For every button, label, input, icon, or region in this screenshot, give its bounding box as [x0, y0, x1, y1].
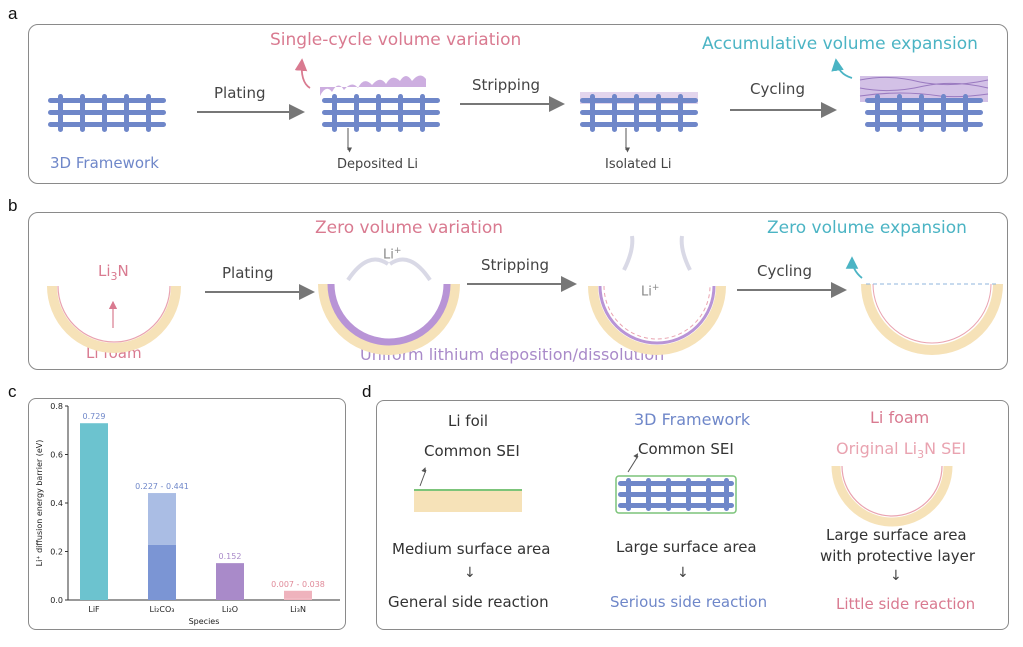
col3-sei-pre: Original Li — [836, 439, 918, 458]
panel-a-deposited-li-label: Deposited Li — [337, 157, 418, 172]
panel-a-framework-label: 3D Framework — [50, 154, 159, 172]
col3-area-line1: Large surface area — [826, 526, 967, 544]
col1-reaction: General side reaction — [388, 593, 549, 611]
panel-b-li-ion-2: Li+ — [641, 283, 659, 299]
panel-a-box — [28, 24, 1008, 184]
bar-0 — [80, 423, 108, 600]
y-tick-label: 0.4 — [50, 499, 63, 508]
col3-down-arrow: ↓ — [890, 568, 902, 584]
col3-sei: Original Li3N SEI — [836, 439, 966, 461]
panel-b-box — [28, 212, 1008, 370]
panel-a-graphics — [48, 58, 989, 153]
panel-a-cycling-label: Cycling — [750, 80, 805, 98]
panel-c-box — [28, 398, 346, 630]
panel-b-plating-label: Plating — [222, 264, 274, 282]
y-tick-label: 0.8 — [50, 402, 63, 411]
li-ion-2-charge: + — [651, 283, 660, 293]
col1-sei: Common SEI — [424, 442, 520, 460]
framework-plated-icon — [320, 75, 440, 132]
panel-a-plating-label: Plating — [214, 84, 266, 102]
li-foil-icon — [414, 467, 522, 512]
data-label-2: 0.152 — [219, 552, 242, 561]
bar-1 — [148, 544, 176, 600]
col3-area-line2: with protective layer — [820, 547, 976, 565]
panel-a-isolated-li-label: Isolated Li — [605, 157, 672, 172]
data-label-0: 0.729 — [83, 412, 106, 421]
col3-sei-post: N SEI — [924, 439, 967, 458]
panel-label-d: d — [362, 382, 372, 401]
panel-a-volume-variation-arrow — [294, 58, 311, 89]
bar-3 — [284, 598, 312, 600]
data-label-3: 0.007 - 0.038 — [271, 580, 325, 589]
bar-2 — [216, 563, 244, 600]
col1-area: Medium surface area — [392, 540, 551, 558]
li3n-li: Li — [98, 262, 111, 280]
y-tick-label: 0.0 — [50, 596, 63, 605]
x-tick-label-1: Li₂CO₃ — [150, 605, 175, 614]
panel-label-c: c — [8, 382, 17, 401]
li-foam-cup-4-cycled — [861, 283, 1003, 355]
col3-sei-sub: 3 — [917, 448, 925, 462]
x-tick-label-0: LiF — [88, 605, 100, 614]
li-foam-cup-3-stripped — [588, 235, 726, 355]
col2-area: Large surface area — [616, 538, 757, 556]
panel-d-box — [376, 400, 1009, 630]
x-tick-label-3: Li₃N — [290, 605, 306, 614]
panel-b-zero-variation-title: Zero volume variation — [315, 218, 504, 238]
col3-reaction: Little side reaction — [836, 595, 976, 613]
x-axis-label: Species — [189, 617, 220, 626]
li-foam-cup-2-plated — [318, 257, 460, 355]
panel-a-expansion-arrow — [831, 58, 853, 79]
col1-down-arrow: ↓ — [464, 565, 476, 581]
panel-b-zero-expansion-title: Zero volume expansion — [767, 218, 967, 238]
col2-sei: Common SEI — [638, 440, 734, 458]
data-label-1: 0.227 - 0.441 — [135, 482, 189, 491]
framework-sei-icon — [615, 453, 737, 514]
diffusion-barrier-chart: 0.0 0.2 0.4 0.6 0.8Li⁺ diffusion energy barr… — [35, 402, 340, 626]
y-tick-label: 0.6 — [50, 451, 63, 460]
li-ion-2-symbol: Li — [641, 284, 652, 300]
framework-stripped-icon — [580, 92, 698, 132]
panel-a-accumulative-title: Accumulative volume expansion — [702, 34, 978, 54]
col2-title: 3D Framework — [634, 410, 751, 429]
panel-a-single-cycle-title: Single-cycle volume variation — [270, 30, 522, 50]
panel-a-stripping-label: Stripping — [472, 76, 540, 94]
li3n-n: N — [117, 262, 129, 280]
col3-title: Li foam — [870, 408, 930, 427]
panel-label-a: a — [8, 4, 18, 23]
col2-down-arrow: ↓ — [677, 565, 689, 581]
li-foam-sei-icon — [831, 465, 953, 527]
li3n-sub: 3 — [110, 270, 118, 283]
li-foam-cup-1 — [47, 285, 181, 353]
framework-cycled-icon — [859, 76, 989, 132]
x-tick-label-2: Li₂O — [222, 605, 238, 614]
panel-b-uniform-caption: Uniform lithium deposition/dissolution — [360, 345, 665, 364]
col1-title: Li foil — [448, 412, 489, 430]
li-ion-1-symbol: Li — [383, 247, 394, 263]
y-axis-label: Li⁺ diffusion energy barrier (eV) — [35, 440, 44, 567]
li-ion-1-charge: + — [393, 246, 402, 256]
col2-reaction: Serious side reaction — [610, 593, 768, 611]
panel-b-li-ion-1: Li+ — [383, 246, 401, 262]
panel-b-stripping-label: Stripping — [481, 256, 549, 274]
y-tick-label: 0.2 — [50, 548, 63, 557]
panel-b-expansion-arrow — [845, 256, 863, 279]
panel-b-li3n-label: Li3N — [98, 262, 129, 283]
bar-range-3 — [284, 590, 312, 599]
panel-b-graphics — [47, 235, 1003, 355]
panel-b-cycling-label: Cycling — [757, 262, 812, 280]
bar-range-1 — [148, 493, 176, 545]
panel-label-b: b — [8, 196, 18, 215]
